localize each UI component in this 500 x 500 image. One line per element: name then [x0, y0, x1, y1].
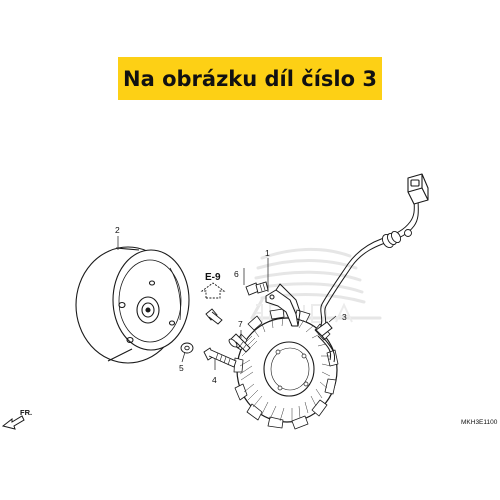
diagram-code: MKH3E1100: [461, 419, 498, 426]
flywheel: [75, 246, 190, 364]
callout-leaders: [117, 236, 337, 370]
reference-bolt: [205, 308, 223, 325]
callout-1: 1: [265, 248, 270, 258]
callout-6: 6: [234, 269, 239, 279]
front-direction-label: FR.: [20, 408, 32, 417]
callout-3: 3: [342, 312, 347, 322]
callout-7: 7: [238, 319, 243, 329]
washer: [180, 342, 194, 354]
reference-label: E-9: [205, 272, 221, 283]
stator-mount-holes: [275, 349, 309, 391]
stator-wire-harness: [315, 197, 419, 363]
clamp-bolt: [245, 281, 269, 296]
honda-wing-logo-watermark: [250, 248, 382, 320]
long-bolt: [203, 347, 237, 368]
callout-4: 4: [212, 375, 217, 385]
flange-bolt: [228, 333, 251, 353]
reference-arrow: [200, 282, 226, 299]
harness-clamp-band: [381, 229, 412, 249]
wire-connector: [407, 173, 429, 205]
part-number-banner: Na obrázku díl číslo 3: [118, 57, 382, 100]
callout-5: 5: [179, 363, 184, 373]
wire-clamp: [265, 283, 301, 327]
callout-2: 2: [115, 225, 120, 235]
stator: [233, 308, 339, 430]
banner-text: Na obrázku díl číslo 3: [123, 66, 377, 91]
front-direction-arrow-icon: [1, 415, 25, 430]
